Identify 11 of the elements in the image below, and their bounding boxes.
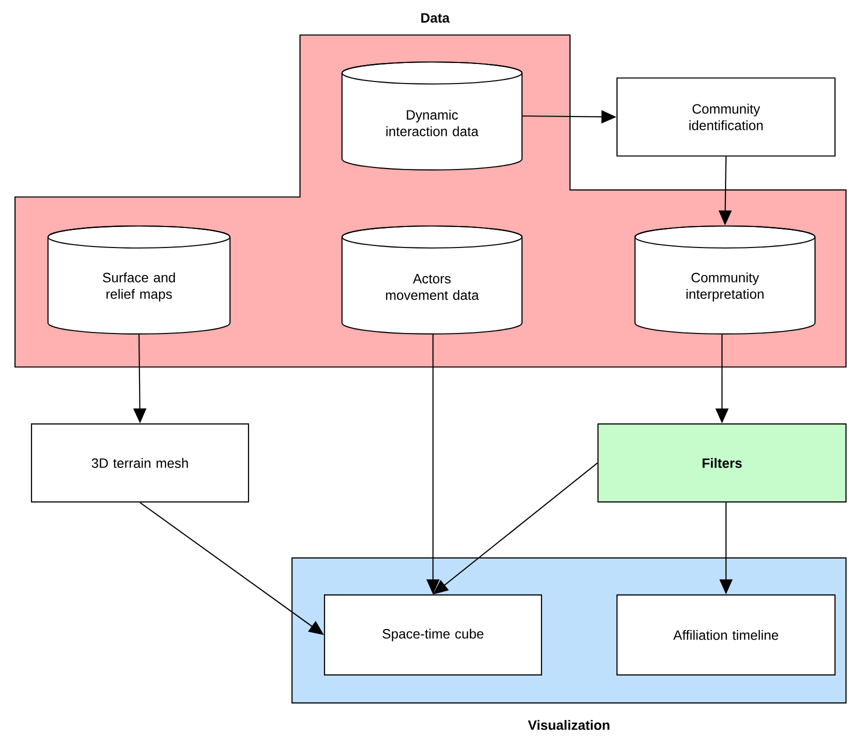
process-box: Affiliation timeline	[616, 594, 836, 676]
process-box: Filters	[597, 423, 847, 503]
process-box: Space-time cube	[324, 594, 542, 676]
node-label: Data	[421, 13, 450, 23]
process-box: 3D terrain mesh	[30, 423, 250, 503]
process-box: Community identification	[616, 77, 836, 157]
node-label: Visualization	[528, 720, 610, 730]
database-cylinder: Community interpretation	[634, 225, 816, 335]
database-cylinder: Surface and relief maps	[47, 225, 231, 335]
database-cylinder: Actors movement data	[341, 225, 523, 335]
database-cylinder: Dynamic interaction data	[341, 61, 523, 171]
